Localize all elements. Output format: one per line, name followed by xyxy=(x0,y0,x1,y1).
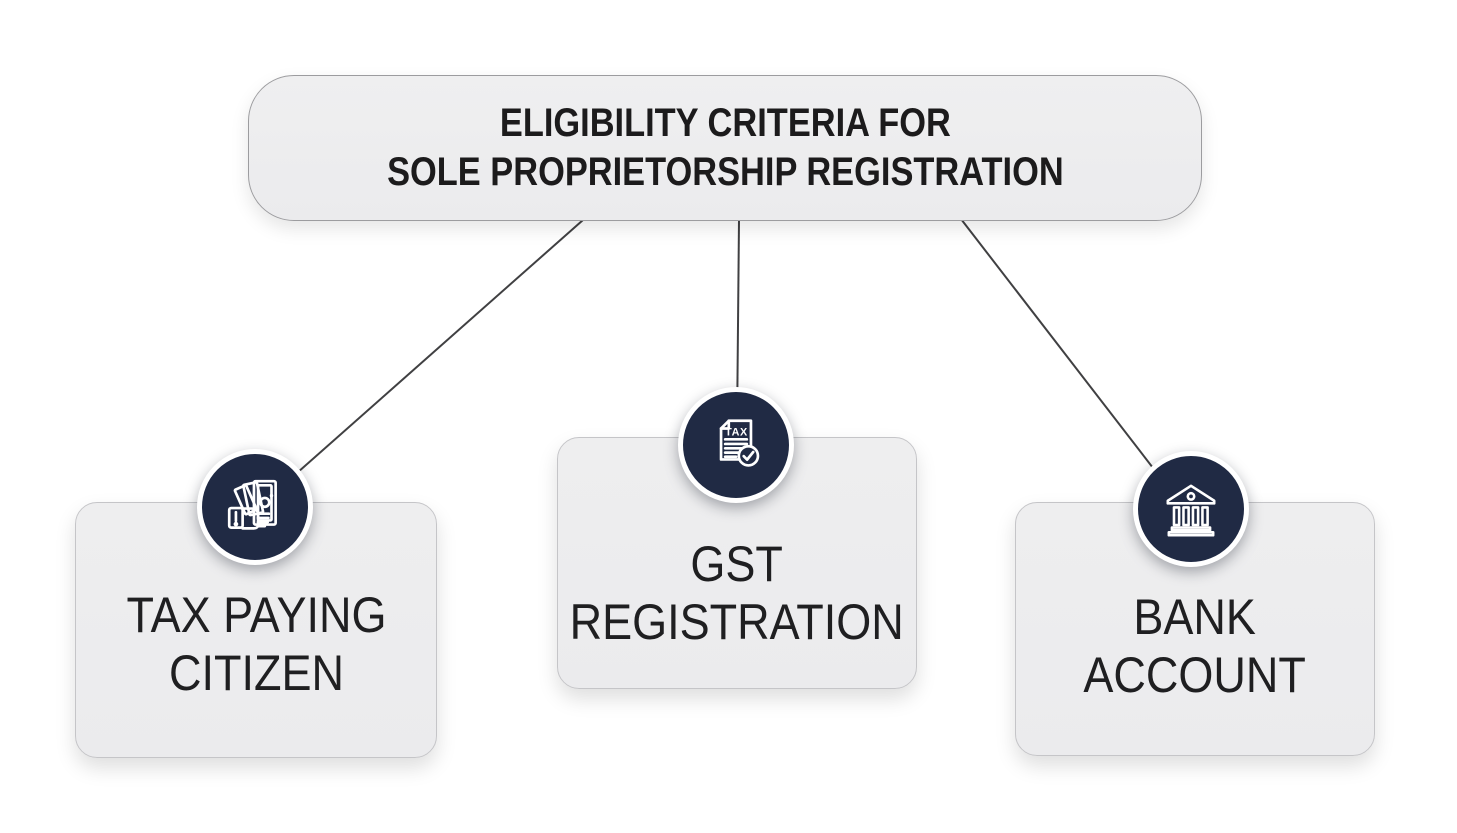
card-label-line2: REGISTRATION xyxy=(569,594,905,650)
card-label-bank-account: BANK ACCOUNT xyxy=(1084,588,1306,704)
card-label-tax-paying-citizen: TAX PAYING CITIZEN xyxy=(126,586,386,702)
card-label-gst-registration: GST REGISTRATION xyxy=(570,535,904,651)
page-title: ELIGIBILITY CRITERIA FOR SOLE PROPRIETOR… xyxy=(387,99,1064,197)
title-box: ELIGIBILITY CRITERIA FOR SOLE PROPRIETOR… xyxy=(248,75,1202,221)
page-title-line2: SOLE PROPRIETORSHIP REGISTRATION xyxy=(386,150,1064,194)
card-label-line2: CITIZEN xyxy=(168,645,344,701)
icon-badge-gst-registration: TAX xyxy=(678,387,794,503)
icon-badge-tax-paying-citizen xyxy=(197,449,313,565)
card-label-line1: BANK xyxy=(1133,589,1257,645)
card-label-line1: GST xyxy=(690,536,784,592)
bank-building-icon xyxy=(1166,484,1216,537)
connector-line-left xyxy=(279,219,584,489)
tax-icon-label: TAX xyxy=(725,427,748,439)
connector-line-right xyxy=(960,218,1171,491)
money-in-hand-icon xyxy=(227,479,277,530)
card-label-line1: TAX PAYING xyxy=(125,587,387,643)
tax-document-check-icon: TAX xyxy=(719,419,760,467)
icon-badge-bank-account xyxy=(1133,451,1249,567)
page-title-line1: ELIGIBILITY CRITERIA FOR xyxy=(499,101,951,145)
card-label-line2: ACCOUNT xyxy=(1083,647,1307,703)
